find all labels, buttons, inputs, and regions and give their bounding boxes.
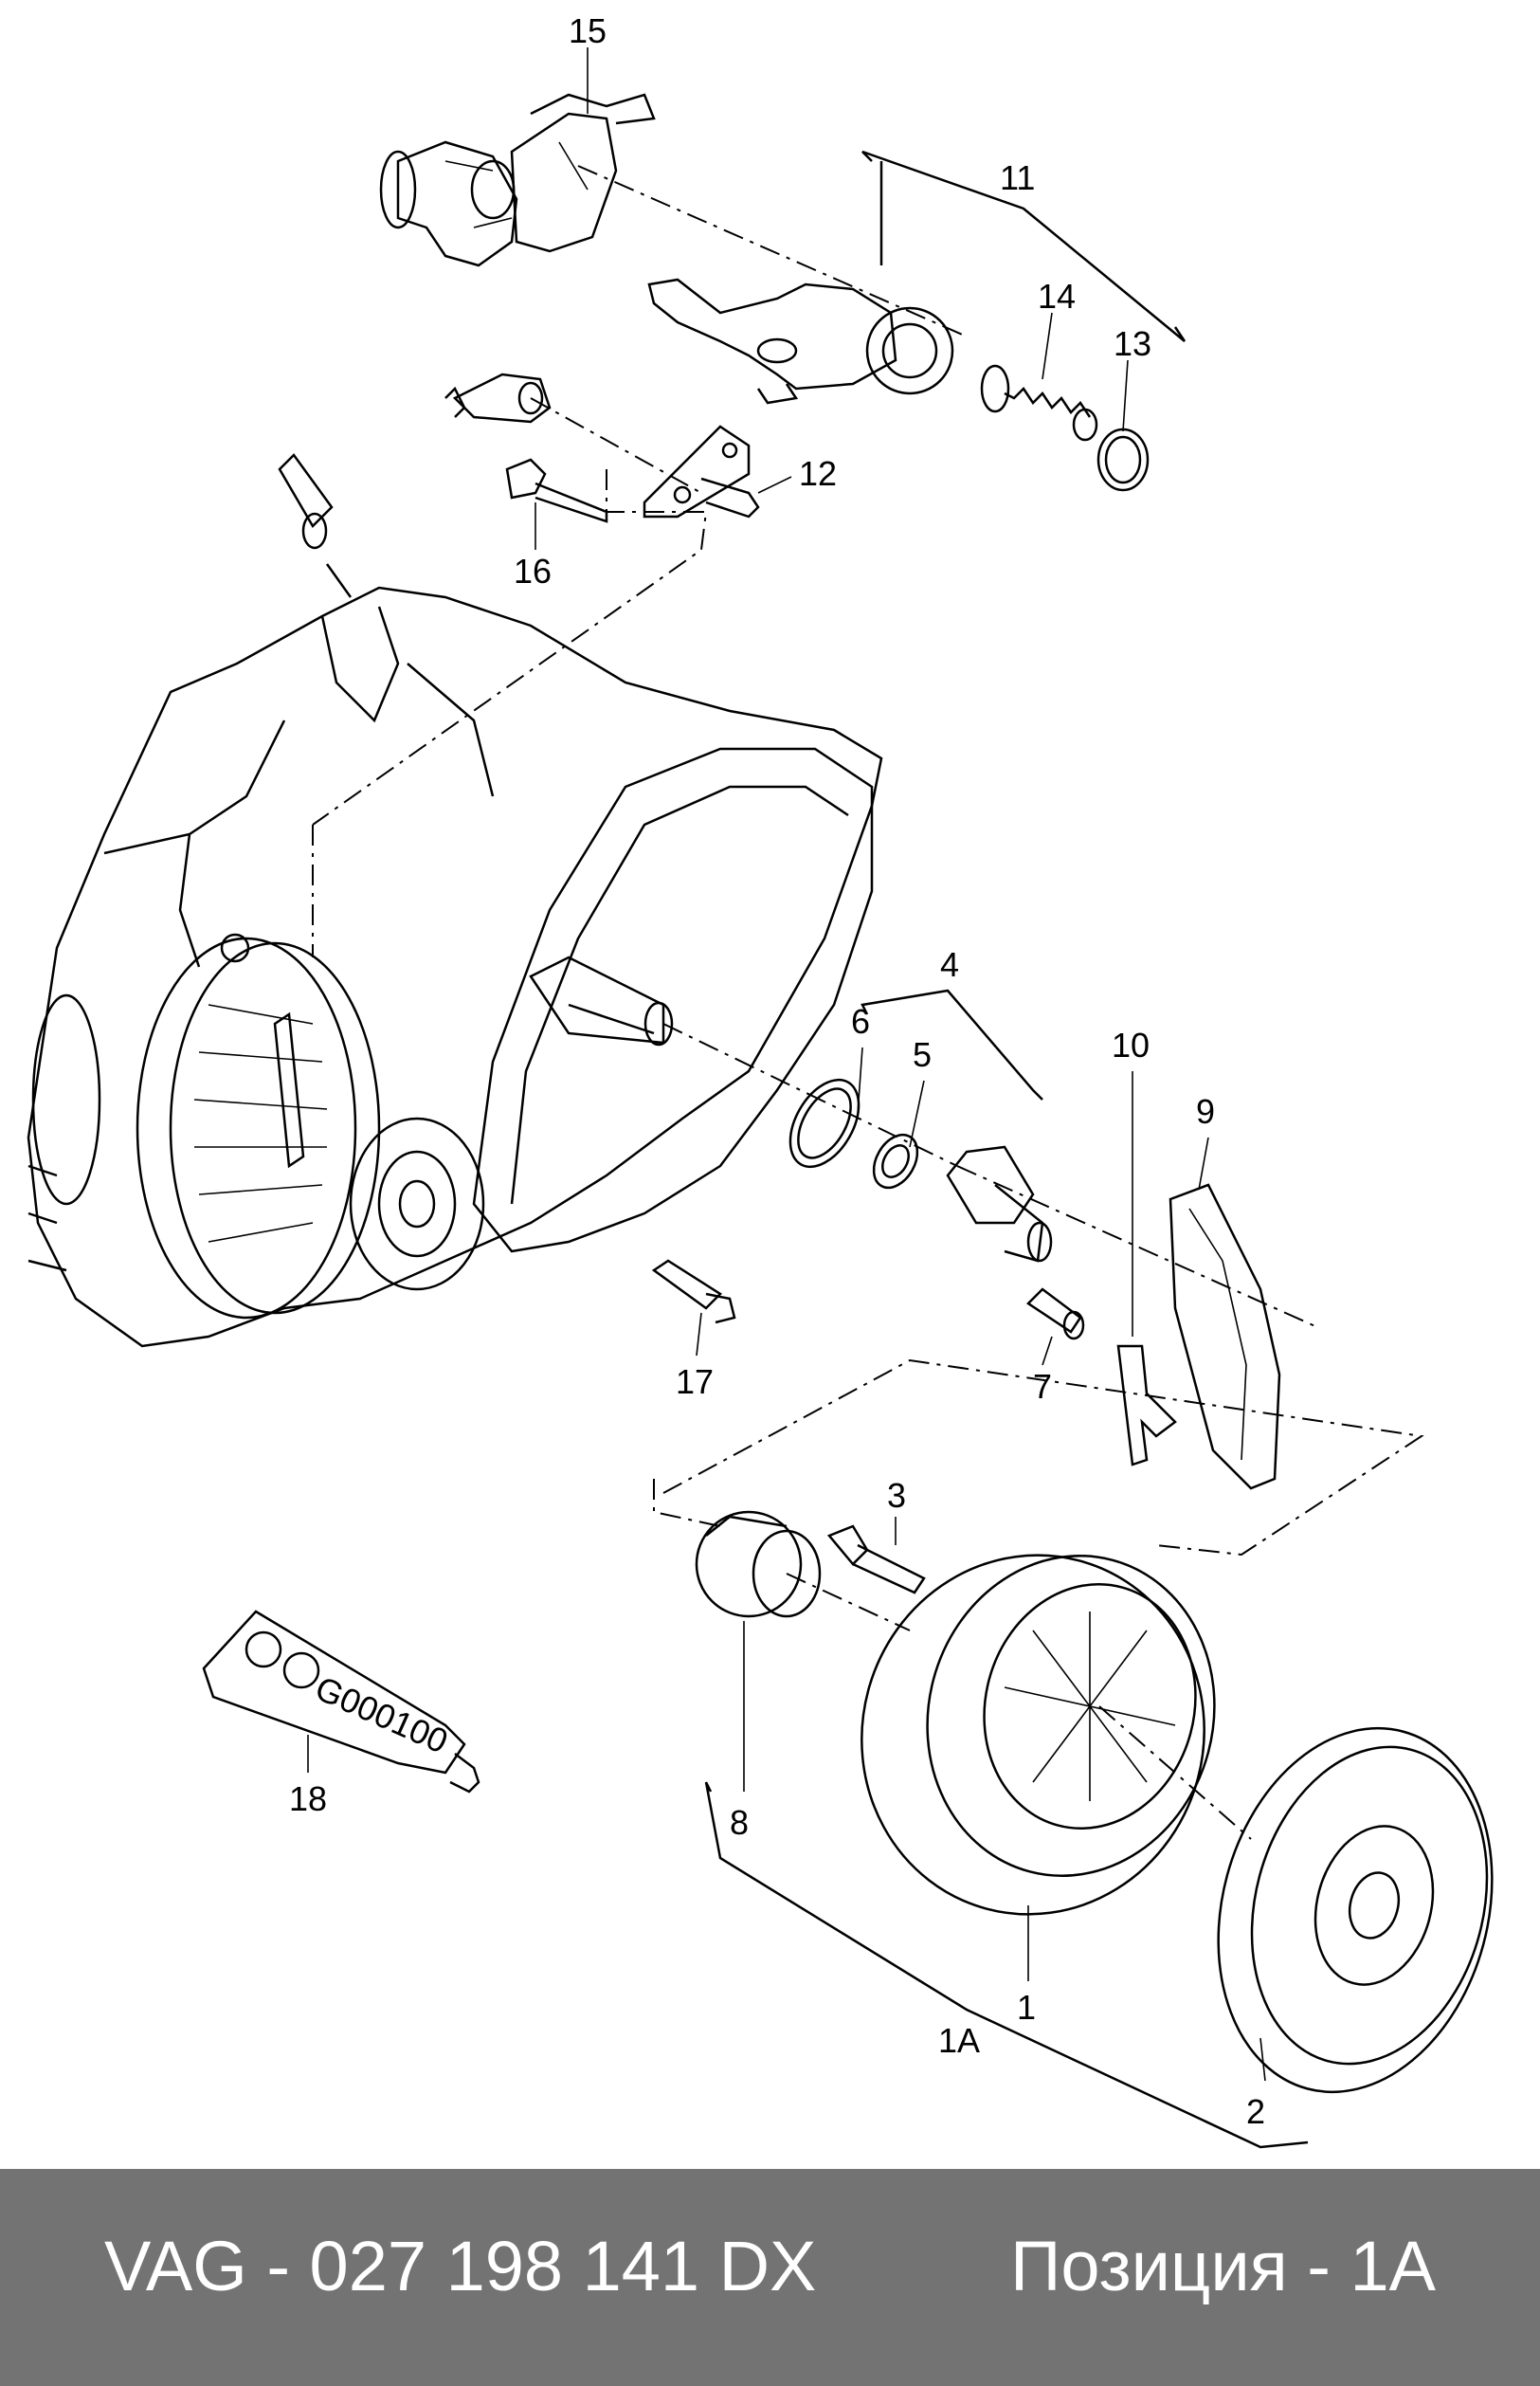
part-12-guide-plate	[643, 425, 760, 519]
part-5-seal	[872, 1133, 919, 1190]
part-6-gasket	[788, 1078, 861, 1169]
part-9-cover-plate	[1169, 1183, 1281, 1490]
part-3-bolt	[826, 1524, 926, 1594]
part-7-bolt	[1026, 1287, 1085, 1340]
callout-13: 13	[1114, 324, 1151, 363]
callout-15: 15	[569, 11, 607, 50]
part-2-clutch-disc	[1217, 1726, 1494, 2094]
callout-9: 9	[1196, 1092, 1215, 1131]
part-18-grease-tube: G000100	[202, 1610, 480, 1794]
sensor-plug	[278, 453, 353, 598]
callout-14: 14	[1038, 277, 1076, 316]
part-number: VAG - 027 198 141 DX	[104, 2227, 817, 2305]
callout-12: 12	[799, 454, 837, 493]
part-17-bolt	[651, 1259, 736, 1324]
callout-1: 1	[1017, 1988, 1036, 2027]
part-15-actuator	[379, 93, 656, 267]
part-11-release-lever	[647, 278, 954, 405]
part-8-release-bearing	[695, 1510, 822, 1618]
part-10-clip	[1116, 1344, 1177, 1466]
gearbox-housing	[27, 586, 883, 1348]
part-16-bolt	[505, 458, 608, 523]
callout-10: 10	[1112, 1026, 1150, 1065]
callout-18: 18	[289, 1779, 327, 1818]
leader-lines	[307, 47, 1266, 2082]
callout-2: 2	[1246, 2092, 1265, 2131]
callout-5: 5	[913, 1035, 932, 1074]
callout-7: 7	[1033, 1367, 1052, 1406]
exploded-parts-diagram: G000100 15 11 14 13 12 16 4 6 5 10 9 17 …	[27, 11, 1494, 2149]
tube-label: G000100	[310, 1668, 454, 1761]
callout-4: 4	[940, 945, 959, 984]
callout-8: 8	[730, 1803, 749, 1842]
callout-6: 6	[851, 1002, 870, 1041]
cylinder	[444, 373, 552, 424]
part-4-guide-sleeve	[946, 1145, 1053, 1263]
part-1-pressure-plate	[861, 1554, 1216, 1916]
callout-16: 16	[514, 552, 552, 591]
callout-17: 17	[676, 1362, 714, 1401]
part-info-footer: VAG - 027 198 141 DX Позиция - 1A	[0, 2169, 1540, 2386]
part-14-spring	[980, 364, 1098, 442]
callout-1a: 1A	[938, 2021, 980, 2060]
callout-3: 3	[887, 1476, 906, 1515]
position-label: Позиция - 1A	[1010, 2227, 1436, 2305]
part-13-circlip	[1096, 428, 1150, 492]
callout-11: 11	[1000, 158, 1035, 197]
